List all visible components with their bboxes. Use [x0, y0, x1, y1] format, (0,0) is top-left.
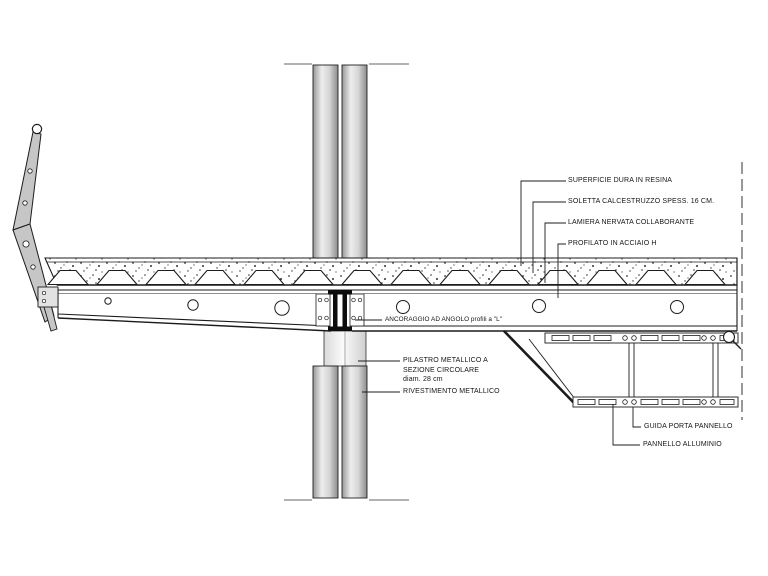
label-pilastro-line1: PILASTRO METALLICO A: [403, 357, 488, 364]
angle-anchor-connection: [315, 290, 365, 331]
column-break-marks: [284, 63, 409, 501]
steel-beam: [57, 258, 738, 332]
facade-bracket-arm: [12, 123, 59, 332]
label-guida-porta-pannello: GUIDA PORTA PANNELLO: [644, 423, 733, 430]
label-soletta-calcestruzzo: SOLETTA CALCESTRUZZO SPESS. 16 CM.: [568, 198, 715, 205]
steel-column-lower: [312, 365, 368, 499]
label-pilastro-metallico: PILASTRO METALLICO A SEZIONE CIRCOLARE d…: [403, 356, 488, 385]
rail-slots: [551, 335, 735, 405]
label-pilastro-line2: SEZIONE CIRCOLARE: [403, 366, 480, 374]
panel-struts: [628, 343, 719, 397]
label-pannello-alluminio: PANNELLO ALLUMINIO: [643, 441, 722, 448]
arm-pivot-hole: [31, 123, 43, 135]
corrugated-deck-ribs: [46, 269, 727, 286]
label-lamiera-nervata: LAMIERA NERVATA COLLABORANTE: [568, 219, 695, 226]
panel-guide-assembly: [503, 330, 742, 408]
leader-lines: [355, 180, 641, 446]
label-rivestimento-metallico: RIVESTIMENTO METALLICO: [403, 388, 500, 395]
steel-column-upper: [312, 64, 368, 259]
label-profilato-acciaio: PROFILATO IN ACCIAIO H: [568, 240, 657, 247]
concrete-slab: [44, 257, 738, 286]
rail-fixings: [622, 335, 716, 405]
connection-bolts: [317, 297, 363, 321]
label-ancoraggio-angolo: ANCORAGGIO AD ANGOLO profili a "L": [385, 316, 503, 323]
guide-roller: [722, 330, 736, 344]
arm-anchor-plate: [37, 286, 59, 308]
label-superficie-resina: SUPERFICIE DURA IN RESINA: [568, 177, 673, 184]
label-pilastro-line3: diam. 28 cm: [403, 376, 443, 383]
steel-pillar-bare-section: [323, 330, 367, 367]
